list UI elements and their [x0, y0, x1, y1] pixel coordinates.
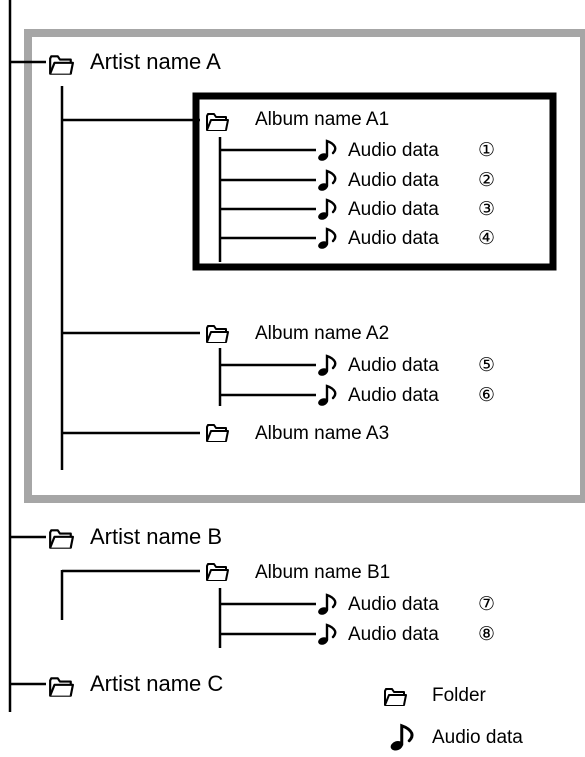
audio-data-label: Audio data	[348, 228, 439, 249]
audio-data-number: ⑤	[478, 355, 496, 376]
audio-data-label: Audio data	[348, 624, 439, 645]
audio-data-number: ②	[478, 170, 496, 191]
artist-name-a: Artist name A	[90, 49, 221, 74]
folder-icon	[205, 560, 229, 589]
audio-data-label: Audio data	[348, 355, 439, 376]
audio-data-number: ④	[478, 228, 496, 249]
music-note-icon	[316, 226, 340, 255]
audio-data-number: ⑦	[478, 594, 496, 615]
artist-name-c: Artist name C	[90, 671, 224, 696]
artist-a-highlight-box	[24, 29, 585, 503]
audio-data-number: ⑧	[478, 624, 496, 645]
music-note-icon	[316, 168, 340, 197]
folder-icon	[205, 110, 229, 139]
music-note-icon	[316, 383, 340, 412]
audio-data-label: Audio data	[348, 385, 439, 406]
album-a1-highlight-box	[192, 92, 557, 271]
artist-name-b: Artist name B	[90, 524, 223, 549]
legend-folder-label: Folder	[432, 685, 486, 706]
music-note-icon	[316, 353, 340, 382]
folder-icon	[48, 52, 74, 83]
audio-data-label: Audio data	[348, 594, 439, 615]
audio-data-label: Audio data	[348, 170, 439, 191]
audio-data-number: ⑥	[478, 385, 496, 406]
audio-data-label: Audio data	[348, 140, 439, 161]
legend-audio-label: Audio data	[432, 727, 523, 748]
album-name-b1: Album name B1	[255, 562, 391, 583]
audio-data-number: ③	[478, 199, 496, 220]
album-name-a3: Album name A3	[255, 423, 390, 444]
music-note-icon	[316, 138, 340, 167]
music-note-icon	[316, 592, 340, 621]
audio-data-number: ①	[478, 140, 496, 161]
folder-icon	[205, 322, 229, 351]
folder-icon	[383, 685, 407, 714]
album-name-a2: Album name A2	[255, 323, 390, 344]
music-note-icon	[388, 722, 418, 757]
album-name-a1: Album name A1	[255, 109, 390, 130]
folder-icon	[48, 526, 74, 557]
audio-data-label: Audio data	[348, 199, 439, 220]
music-note-icon	[316, 197, 340, 226]
folder-icon	[205, 421, 229, 450]
music-note-icon	[316, 622, 340, 651]
folder-icon	[48, 674, 74, 705]
